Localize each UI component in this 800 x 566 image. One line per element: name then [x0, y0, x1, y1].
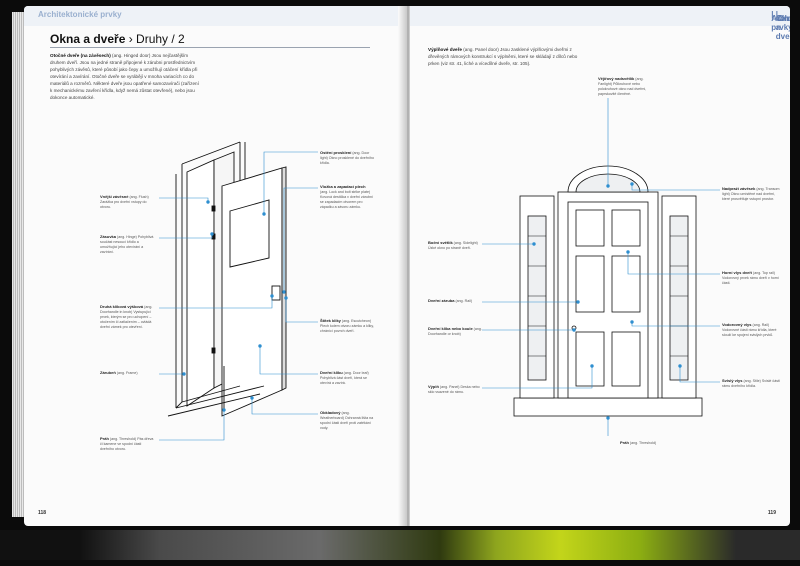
section-title-right: Architektonické prvky | Okna a dveře | D… — [771, 10, 790, 41]
callout-line — [285, 298, 318, 323]
section-title-left: Architektonické prvky — [38, 10, 122, 19]
callout-dot — [532, 242, 536, 246]
callout-dot — [606, 184, 610, 188]
callout-line — [631, 184, 720, 191]
callout-dot — [282, 290, 286, 294]
hinged-door-illustration — [159, 141, 318, 441]
callout-dot — [258, 344, 262, 348]
label-right-1: Nadpraží závěsek (ang. Transom light) Ok… — [722, 186, 780, 201]
label-left-7: Dveřní kliku (ang. Door leaf) Pohyblivá … — [320, 370, 369, 385]
intro-term-left: Otočné dveře (na závěsech) — [50, 53, 111, 58]
callout-line — [259, 346, 318, 375]
label-left-5: Zárubeň (ang. Frame) — [100, 370, 138, 375]
callout-line — [679, 366, 720, 383]
callout-dot — [262, 212, 266, 216]
page-edges — [12, 12, 24, 517]
label-right-5: Dveřní klika nebo koule (ang. Doorhandle… — [428, 326, 482, 336]
page-number-right: 119 — [767, 510, 776, 516]
label-left-9: Práh (ang. Threshold) Pás dřeva či kamen… — [100, 436, 154, 451]
label-left-6: Štítek kliky (ang. Escutcheon) Plech kol… — [320, 318, 374, 333]
label-right-7: Výplň (ang. Panel) Deska nebo sklo vsaze… — [428, 384, 480, 394]
right-page: Architektonické prvky | Okna a dveře | D… — [410, 6, 790, 526]
running-header-left: Architektonické prvky — [24, 6, 406, 26]
callout-dot — [210, 232, 214, 236]
callout-dot — [270, 294, 274, 298]
intro-paragraph-left: Otočné dveře (na závěsech) (ang. Hinged … — [50, 52, 200, 101]
label-left-1: Vnější závěsné (ang. Flush) Zarážka pro … — [100, 194, 149, 209]
callout-dot — [284, 296, 288, 300]
label-left-2: Zásuvka (ang. Hinge) Pohyblivá součást n… — [100, 234, 154, 254]
label-right-6: Vodorovný vlys (ang. Rail) Vodorovné čás… — [722, 322, 777, 337]
label-left-0: Ostění prosklení (ang. Door light) Okno … — [320, 150, 374, 165]
title-rule — [50, 47, 370, 48]
intro-paragraph-right: Výplňové dveře (ang. Panel door) Jsou za… — [428, 46, 578, 67]
callout-line — [627, 252, 720, 275]
callout-dot — [630, 320, 634, 324]
callout-line — [263, 151, 318, 214]
label-left-4: Druhá kliková výšková (ang. Doorhandle i… — [100, 304, 153, 329]
callout-dot — [630, 182, 634, 186]
intro-text-left: (ang. Hinged door) Jsou nejčastějším dru… — [50, 53, 199, 100]
callout-dot — [250, 396, 254, 400]
label-left-8: Obkladový (ang. Weatherboard) Ochranná l… — [320, 410, 374, 430]
label-right-3: Horní vlys dveří (ang. Top rail) Vodorov… — [722, 270, 779, 285]
callout-line — [159, 410, 225, 441]
callout-dot — [678, 364, 682, 368]
label-right-2: Boční světlík (ang. Sidelight) Úzké okno… — [428, 240, 478, 250]
callout-dot — [206, 200, 210, 204]
callout-dot — [222, 408, 226, 412]
left-page: Architektonické prvky Okna a dveře › Dru… — [24, 6, 406, 526]
page-number-left: 118 — [38, 510, 47, 516]
callout-line — [159, 296, 273, 309]
background-strip — [0, 530, 800, 560]
callout-dot — [572, 328, 576, 332]
page-title: Okna a dveře › Druhy / 2 — [50, 32, 185, 46]
callout-line — [482, 366, 593, 389]
label-right-9: Práh (ang. Threshold) — [620, 440, 657, 445]
label-left-3: Vložka a zapadací plech (ang. Lock and b… — [320, 184, 373, 209]
callout-dot — [182, 372, 186, 376]
panel-door-illustration — [482, 98, 720, 436]
running-header-right: Architektonické prvky | Okna a dveře | D… — [410, 6, 790, 41]
label-right-0: Vějířový nadsvětlík (ang. Fanlight) Půlk… — [598, 76, 647, 96]
callout-dot — [590, 364, 594, 368]
callout-dot — [576, 300, 580, 304]
callout-dot — [606, 416, 610, 420]
callout-line — [283, 187, 318, 292]
intro-term-right: Výplňové dveře — [428, 47, 462, 52]
title-sub: Druhy / 2 — [136, 32, 185, 46]
label-right-8: Svislý vlys (ang. Stile) Svislé části rá… — [722, 378, 780, 388]
title-sep: › — [125, 32, 137, 46]
callout-line — [251, 398, 318, 415]
title-main: Okna a dveře — [50, 32, 126, 46]
label-right-4: Dveřní záruba (ang. Rail) — [428, 298, 473, 303]
intro-text-right: (ang. Panel door) Jsou zasklené výplňový… — [428, 47, 578, 66]
callout-dot — [626, 250, 630, 254]
